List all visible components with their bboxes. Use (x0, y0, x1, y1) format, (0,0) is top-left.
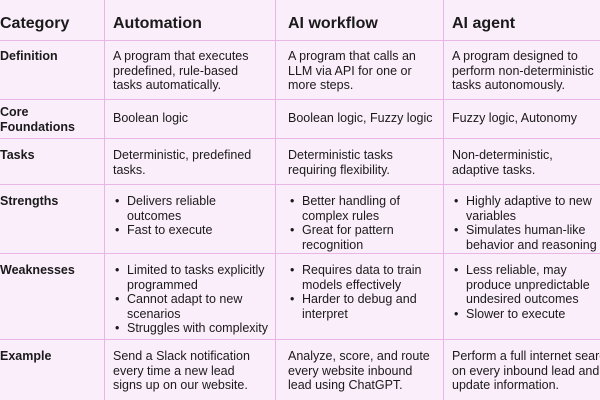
column-divider (104, 0, 105, 400)
header-automation: Automation (113, 15, 202, 32)
table-header-row: Category Automation AI workflow AI agent (0, 0, 600, 41)
row-label: Tasks (0, 148, 35, 162)
table-cell: Boolean logic (113, 111, 189, 125)
header-category: Category (0, 15, 70, 32)
list-item: Struggles with complexity (113, 321, 273, 336)
table-cell: Fuzzy logic, Autonomy (452, 111, 578, 125)
table-row-weaknesses: Weaknesses Limited to tasks explicitlypr… (0, 254, 600, 340)
row-label: Definition (0, 49, 58, 63)
header-ai-agent: AI agent (452, 15, 516, 32)
row-label: Example (0, 349, 52, 363)
table-cell: Boolean logic, Fuzzy logic (288, 111, 433, 125)
column-divider (275, 0, 276, 400)
list-item: Slower to execute (452, 307, 600, 322)
column-divider (443, 0, 444, 400)
list-item: Fast to execute (113, 223, 273, 238)
header-ai-workflow: AI workflow (288, 15, 378, 32)
row-label: Strengths (0, 194, 59, 208)
table-cell: Non-deterministic,adaptive tasks. (452, 148, 553, 177)
row-label: Weaknesses (0, 263, 75, 277)
